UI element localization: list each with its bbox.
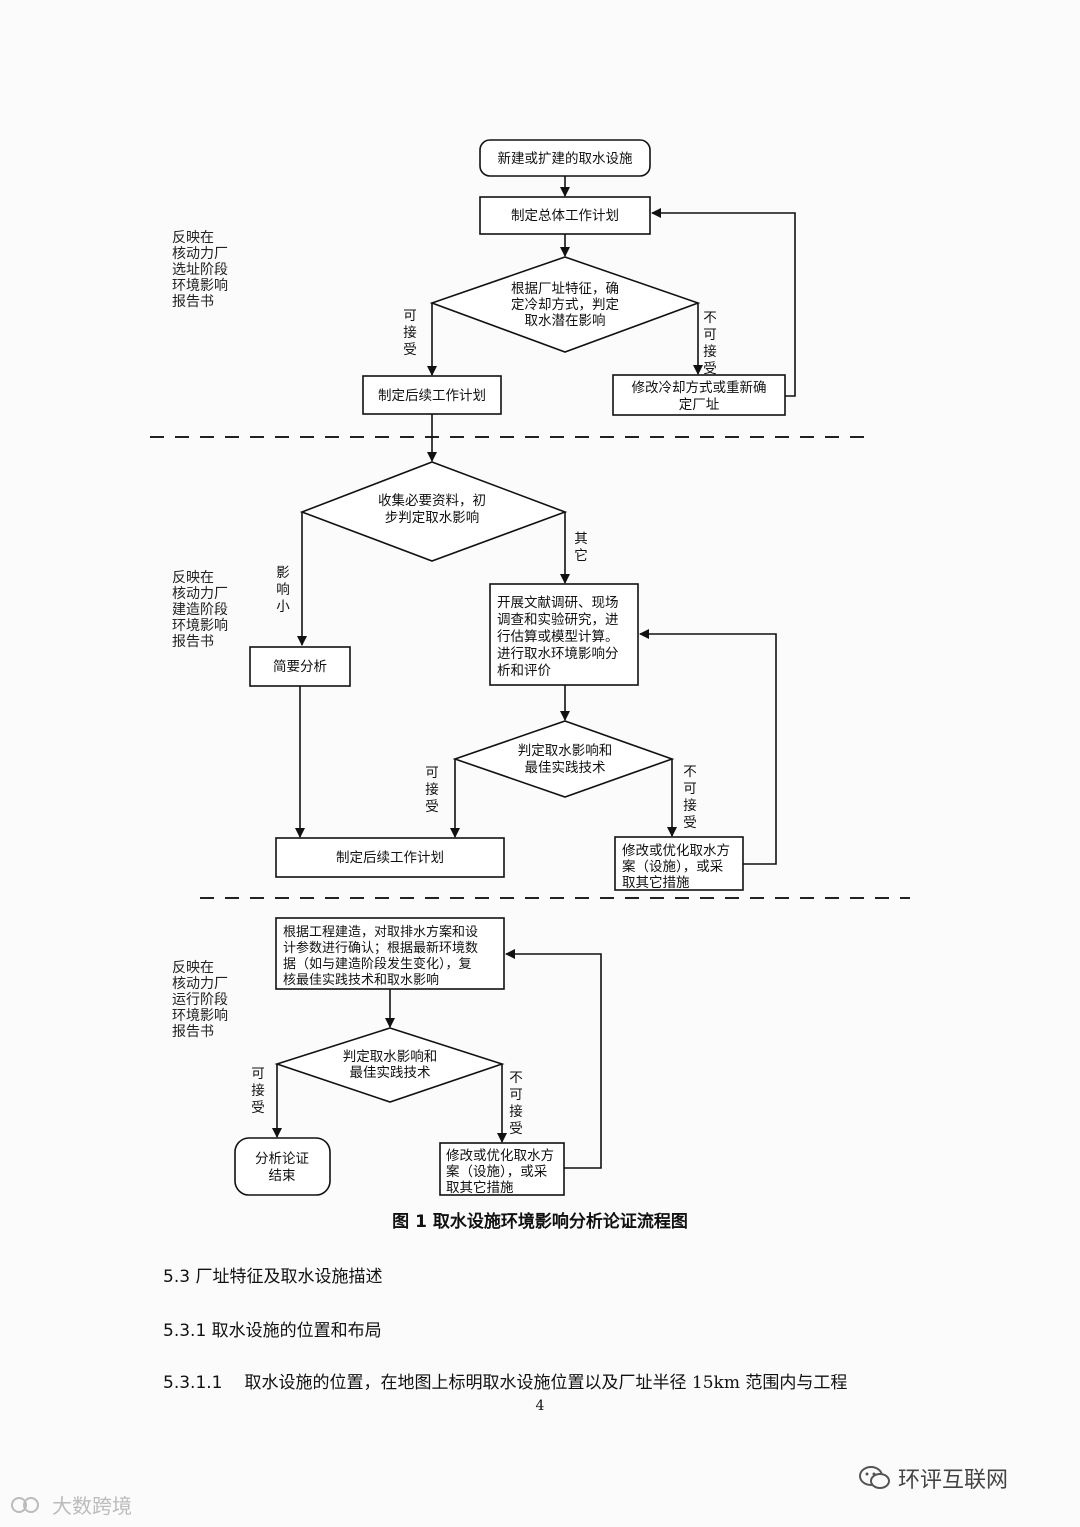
plan-overall-box xyxy=(479,196,651,235)
decision-4-diamond xyxy=(274,1027,505,1103)
followup-plan-2-box xyxy=(275,837,505,878)
accept-label-3b: 接 xyxy=(251,1082,265,1099)
decision-1-line-1: 根据厂址特征，确 xyxy=(511,281,619,297)
followup-plan-2-label: 制定后续工作计划 xyxy=(336,850,444,866)
watermark-right: 环评互联网 xyxy=(858,1462,1008,1494)
not-accept-3a: 不 xyxy=(509,1070,523,1086)
not-accept-2d: 受 xyxy=(683,815,697,831)
confirm-box xyxy=(275,917,505,990)
watermark-left: 大数跨境 xyxy=(10,1490,132,1519)
accept-label-2c: 受 xyxy=(425,799,439,815)
section-heading-5-3-1: 5.3.1 取水设施的位置和布局 xyxy=(163,1321,382,1341)
other-b: 它 xyxy=(574,547,588,564)
modify-scheme-2-line-1: 修改或优化取水方 xyxy=(446,1148,554,1164)
decision-2-line-2: 步判定取水影响 xyxy=(385,510,480,526)
not-accept-1b: 可 xyxy=(703,327,717,343)
modify-scheme-1-line-3: 取其它措施 xyxy=(622,874,690,891)
accept-label-1c: 受 xyxy=(403,342,417,358)
decision-3-line-1: 判定取水影响和 xyxy=(518,743,613,759)
side-note-operation: 反映在 核动力厂 运行阶段 环境影响 报告书 xyxy=(172,960,228,1040)
paragraph-number: 5.3.1.1 xyxy=(163,1373,223,1393)
modify-scheme-2-box xyxy=(439,1142,565,1196)
not-accept-3c: 接 xyxy=(509,1103,523,1120)
not-accept-1c: 接 xyxy=(703,343,717,360)
research-line-1: 开展文献调研、现场 xyxy=(497,595,619,611)
decision-1-line-3: 取水潜在影响 xyxy=(525,313,606,329)
followup-plan-1-label: 制定后续工作计划 xyxy=(378,388,486,404)
accept-label-1b: 接 xyxy=(403,324,417,341)
brief-analysis-box xyxy=(249,646,351,687)
watermark-left-text: 大数跨境 xyxy=(52,1494,132,1518)
paragraph-text: 取水设施的位置，在地图上标明取水设施位置以及厂址半径 15km 范围内与工程 xyxy=(244,1373,848,1393)
figure-caption: 图 1 取水设施环境影响分析论证流程图 xyxy=(392,1212,688,1232)
decision-3-diamond xyxy=(452,720,675,798)
not-accept-2c: 接 xyxy=(683,797,697,814)
accept-label-3c: 受 xyxy=(251,1100,265,1116)
decision-2-diamond xyxy=(299,461,568,562)
not-accept-1d: 受 xyxy=(703,361,717,377)
page-number: 4 xyxy=(535,1398,545,1414)
decision-3-line-2: 最佳实践技术 xyxy=(525,760,606,776)
confirm-line-4: 核最佳实践技术和取水影响 xyxy=(283,972,439,988)
not-accept-2b: 可 xyxy=(683,781,697,797)
accept-label-2a: 可 xyxy=(425,765,439,781)
small-impact-a: 影 xyxy=(276,565,290,581)
flowchart: 新建或扩建的取水设施 制定总体工作计划 根据厂址特征，确 定冷却方式，判定 取水… xyxy=(150,139,910,1196)
research-line-4: 进行取水环境影响分 xyxy=(497,646,619,662)
end-node xyxy=(234,1137,331,1196)
modify-scheme-2-line-3: 取其它措施 xyxy=(446,1179,514,1196)
other-a: 其 xyxy=(574,531,588,547)
research-line-3: 行估算或模型计算。 xyxy=(497,629,619,645)
plan-overall-label: 制定总体工作计划 xyxy=(511,208,619,224)
confirm-line-3: 据（如与建造阶段发生变化），复 xyxy=(283,956,472,972)
start-node-label: 新建或扩建的取水设施 xyxy=(498,151,633,167)
decision-1-diamond xyxy=(429,256,701,353)
not-accept-2a: 不 xyxy=(683,764,697,780)
research-line-5: 析和评价 xyxy=(497,663,551,679)
research-box xyxy=(489,583,639,686)
modify-site-box xyxy=(612,374,786,416)
section-heading-5-3: 5.3 厂址特征及取水设施描述 xyxy=(163,1267,383,1287)
paragraph-5-3-1-1: 5.3.1.1 取水设施的位置，在地图上标明取水设施位置以及厂址半径 15km 范… xyxy=(163,1368,1043,1393)
modify-scheme-2-line-2: 案（设施），或采 xyxy=(446,1163,548,1180)
research-line-2: 调查和实验研究，进 xyxy=(497,612,619,628)
modify-site-line-1: 修改冷却方式或重新确 xyxy=(632,380,767,396)
accept-label-3a: 可 xyxy=(251,1066,265,1082)
modify-scheme-1-box xyxy=(614,836,744,891)
end-line-1: 分析论证 xyxy=(255,1151,309,1167)
side-note-siting: 反映在 核动力厂 选址阶段 环境影响 报告书 xyxy=(172,230,228,310)
confirm-line-2: 计参数进行确认；根据最新环境数 xyxy=(283,940,478,956)
modify-site-line-2: 定厂址 xyxy=(679,397,720,413)
side-note-construction: 反映在 核动力厂 建造阶段 环境影响 报告书 xyxy=(172,570,228,650)
modify-scheme-1-line-1: 修改或优化取水方 xyxy=(622,843,730,859)
brief-analysis-label: 简要分析 xyxy=(273,658,327,675)
logo-icon xyxy=(11,1496,39,1513)
decision-1-line-2: 定冷却方式，判定 xyxy=(511,297,619,313)
decision-2-line-1: 收集必要资料，初 xyxy=(378,492,486,509)
not-accept-1a: 不 xyxy=(703,310,717,326)
decision-4-line-2: 最佳实践技术 xyxy=(350,1065,431,1081)
accept-label-2b: 接 xyxy=(425,781,439,798)
modify-scheme-1-line-2: 案（设施），或采 xyxy=(622,858,724,875)
accept-label-1a: 可 xyxy=(403,308,417,324)
end-line-2: 结束 xyxy=(269,1168,296,1184)
confirm-line-1: 根据工程建造，对取排水方案和设 xyxy=(283,924,478,940)
watermark-right-text: 环评互联网 xyxy=(898,1468,1009,1493)
wechat-icon xyxy=(859,1466,890,1489)
decision-4-line-1: 判定取水影响和 xyxy=(343,1049,438,1065)
small-impact-b: 响 xyxy=(276,582,290,598)
not-accept-3b: 可 xyxy=(509,1087,523,1103)
small-impact-c: 小 xyxy=(276,599,290,615)
not-accept-3d: 受 xyxy=(509,1121,523,1137)
